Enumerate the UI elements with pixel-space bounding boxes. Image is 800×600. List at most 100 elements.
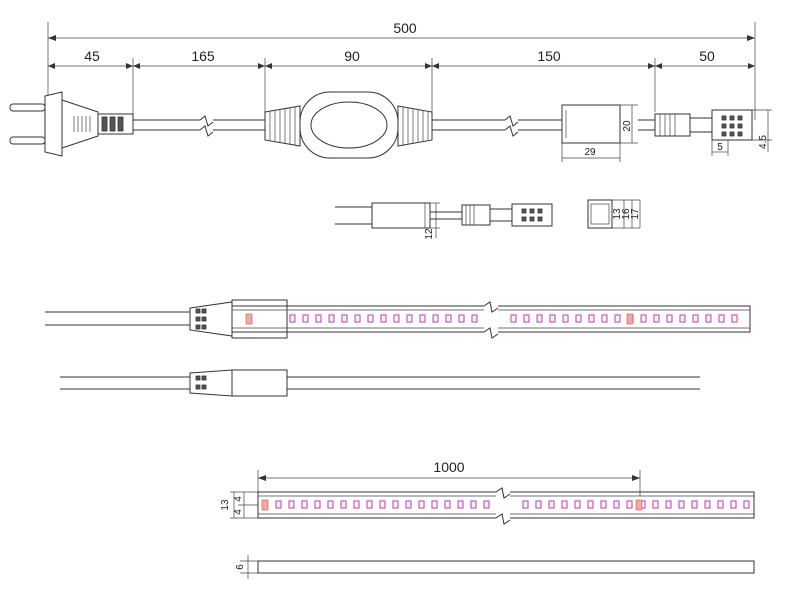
end-connector: 5 4.5 [638,109,772,156]
led-chip [717,500,724,509]
led-chip [379,500,386,509]
led-chip [327,500,334,509]
led-chip [679,314,686,323]
power-plug [9,91,134,157]
connector-detail: 12 [335,202,553,240]
led-chip [626,500,633,509]
led-chip [536,314,543,323]
led-chip [432,314,439,323]
led-chip [640,314,647,323]
endcap-outer-label: 17 [630,208,641,220]
led-chip [444,500,451,509]
strip-leds [275,500,750,509]
led-chip [614,314,621,323]
led-chip [406,314,413,323]
switch-box-length-label: 90 [344,48,360,64]
connector-length-label: 50 [699,48,715,64]
led-chip [548,500,555,509]
endcap-detail: 13 16 17 [587,199,641,229]
led-chip [431,500,438,509]
cable-a-length-label: 165 [191,48,215,64]
led-chip [393,314,400,323]
led-chip [587,500,594,509]
led-chip [341,314,348,323]
overall-dimension: 500 [47,20,756,120]
led-chip [692,314,699,323]
led-chip [458,314,465,323]
led-chip [652,500,659,509]
led-chip [392,500,399,509]
led-chip [561,500,568,509]
led-chip [315,314,322,323]
connector-cap: 29 20 [561,104,638,162]
led-chip [613,500,620,509]
connector-cap-height-label: 12 [424,228,435,240]
led-chip [743,500,750,509]
led-chip [653,314,660,323]
led-chip [666,314,673,323]
led-chip [314,500,321,509]
end-height-label: 4.5 [758,135,769,149]
strip-led-b-label: 4 [233,509,244,515]
led-chip [588,314,595,323]
strip-side-view: 6 [235,555,755,579]
plug-length-label: 45 [84,48,100,64]
led-chip [354,314,361,323]
led-chip [380,314,387,323]
led-chip [705,314,712,323]
cap-height-label: 20 [622,120,633,132]
led-chip [483,500,490,509]
cable-with-connector [60,369,700,397]
cap-length-label: 29 [584,147,596,158]
led-chip [419,314,426,323]
inline-switch-box [264,91,433,159]
led-chip [289,314,296,323]
led-chip [704,500,711,509]
segment-dimensions: 45 165 90 150 50 [48,48,755,118]
led-chip [366,500,373,509]
led-chip [471,314,478,323]
led-chip [574,500,581,509]
strip-section: 1000 13 4 4 [220,459,755,525]
led-chip [600,500,607,509]
total-length-label: 500 [393,20,417,36]
led-chip [510,314,517,323]
end-pin-label: 5 [717,142,723,153]
led-chip [328,314,335,323]
segment-length-label: 1000 [433,459,464,475]
led-chip [367,314,374,323]
led-chip [457,500,464,509]
led-chip [562,314,569,323]
led-chip [601,314,608,323]
led-chip [353,500,360,509]
led-chip [731,314,738,323]
endcap-mid-label: 16 [621,208,632,220]
led-chip [445,314,452,323]
endcap-inner-label: 13 [612,208,623,220]
led-chip [302,314,309,323]
led-chip [418,500,425,509]
strip-leds [289,314,738,323]
led-chip [470,500,477,509]
cable-section-b [432,115,562,137]
led-chip [301,500,308,509]
led-chip [730,500,737,509]
led-chip [522,500,529,509]
strip-led-a-label: 4 [233,496,244,502]
led-chip [288,500,295,509]
led-chip [275,500,282,509]
led-chip [340,500,347,509]
assembled-strip [45,299,751,339]
strip-width-label: 13 [220,499,231,511]
led-chip [535,500,542,509]
cable-b-length-label: 150 [537,48,561,64]
strip-thickness-label: 6 [235,564,246,570]
led-chip [665,500,672,509]
led-chip [575,314,582,323]
led-chip [405,500,412,509]
led-chip [523,314,530,323]
led-chip [718,314,725,323]
led-chip [691,500,698,509]
led-chip [678,500,685,509]
